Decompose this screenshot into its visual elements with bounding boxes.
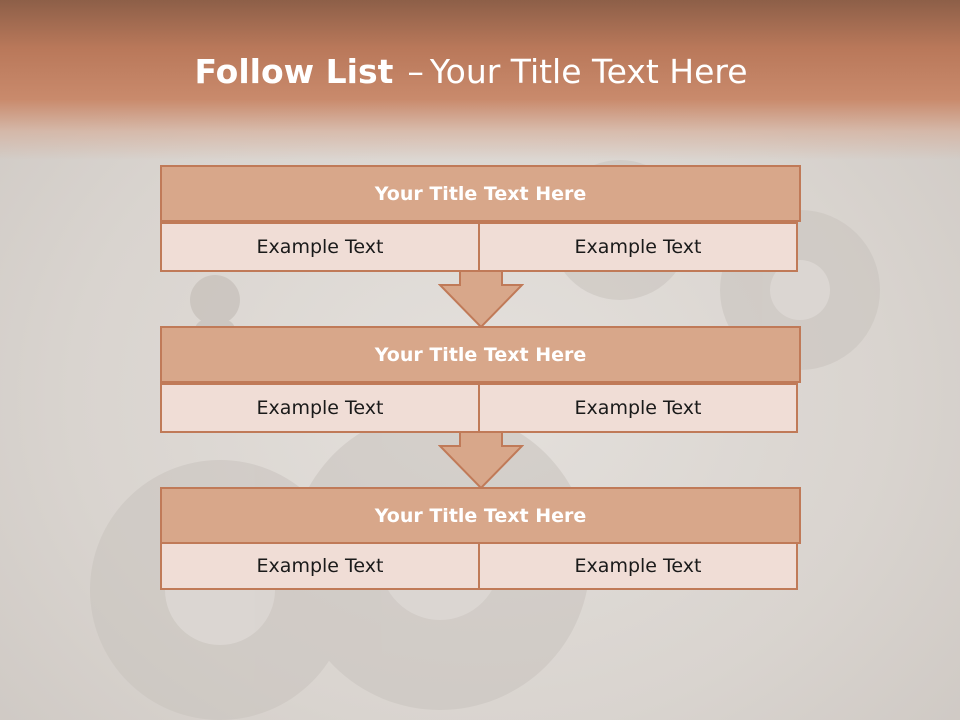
block-cell-right: Example Text [479,542,798,590]
block-title: Your Title Text Here [160,326,801,383]
title-dash: – [407,52,424,91]
title-rest: Your Title Text Here [429,52,748,91]
down-arrow-2 [438,432,524,490]
block-title: Your Title Text Here [160,487,801,544]
block-cell-left: Example Text [160,222,479,272]
block-cell-left: Example Text [160,383,479,433]
title-bold: Follow List [194,52,394,91]
header-band [0,0,960,160]
block-cell-left: Example Text [160,542,479,590]
slide-title: Follow List–Your Title Text Here [0,52,942,91]
block-title: Your Title Text Here [160,165,801,222]
block-cell-right: Example Text [479,222,798,272]
block-cell-right: Example Text [479,383,798,433]
down-arrow-1 [438,271,524,329]
